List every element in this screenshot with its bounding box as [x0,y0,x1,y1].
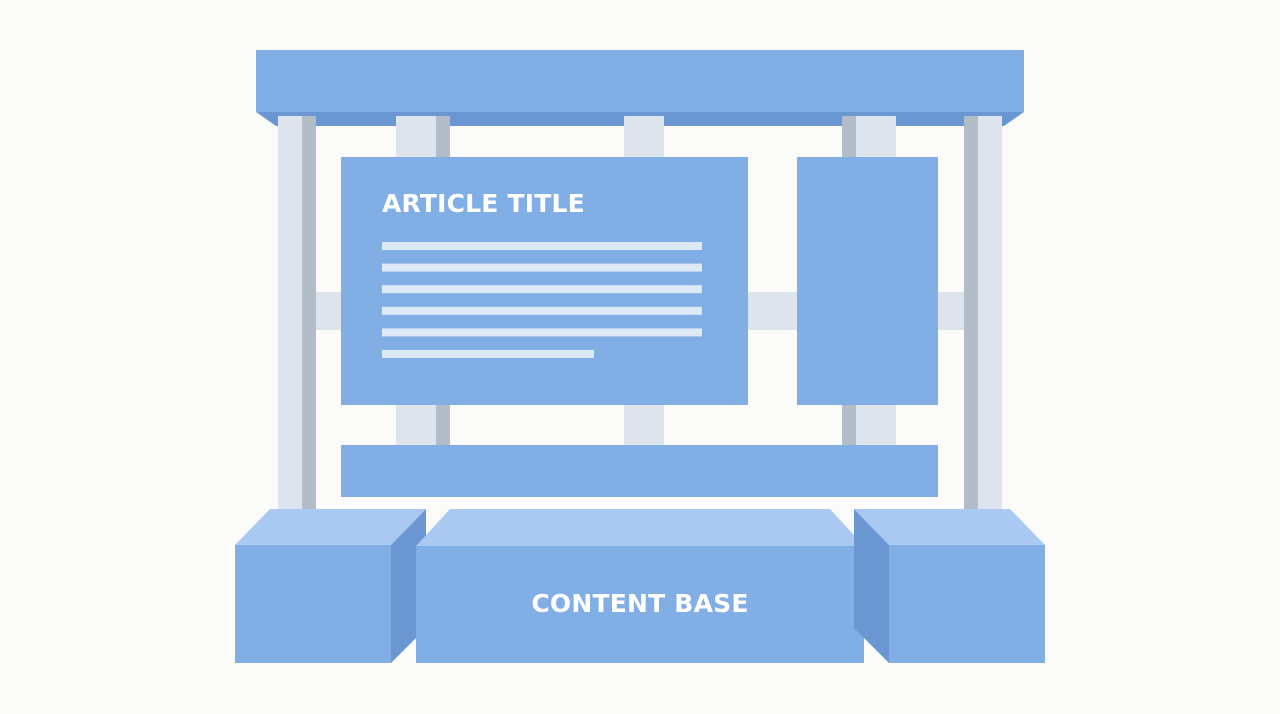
article-text-line [382,350,594,358]
content-base-block [416,509,864,663]
lower-connectors [396,404,896,446]
article-text-line [382,328,702,337]
upper-connectors [396,116,896,158]
left-base-block [235,509,426,663]
article-text-line [382,306,702,315]
left-pillar [278,116,316,530]
article-text-line [382,263,702,272]
article-title: ARTICLE TITLE [382,189,585,218]
article-text-line [382,242,702,250]
sidebar-panel [797,157,938,405]
right-base-block [854,509,1045,663]
article-panel [341,157,748,405]
content-base-label: CONTENT BASE [531,589,749,618]
right-pillar [964,116,1002,530]
article-text-lines [382,242,702,358]
article-text-line [382,285,702,294]
header-beam [256,50,1024,126]
footer-bar [341,445,938,497]
